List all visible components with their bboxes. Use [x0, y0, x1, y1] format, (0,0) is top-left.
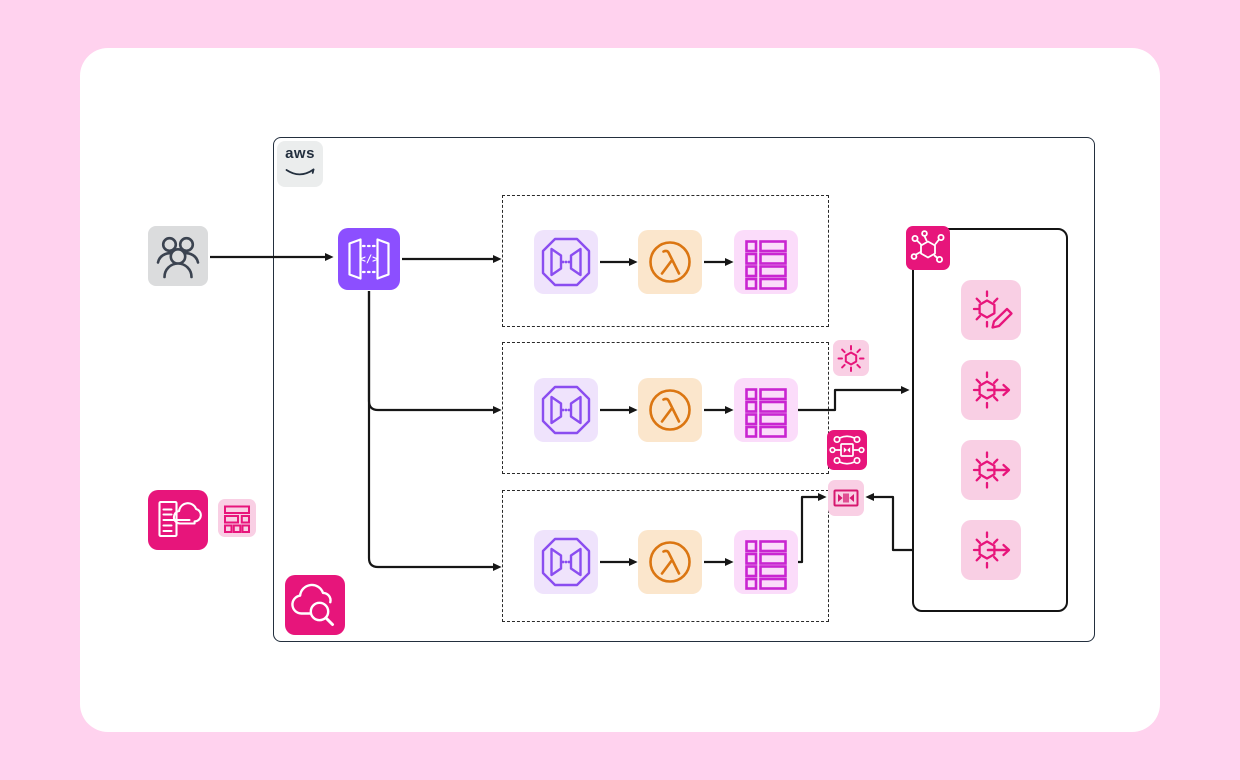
lambda-icon: [638, 378, 702, 442]
ai-spark-icon: [833, 340, 869, 376]
svg-text:</>: </>: [360, 254, 379, 266]
aws-cloud-boundary: [273, 137, 1095, 642]
hexagon-network-icon: [906, 226, 950, 270]
table-rows-icon: [734, 530, 798, 594]
ai-spark-arrow-icon: [961, 520, 1021, 580]
aws-smile-icon: [285, 168, 315, 176]
document-cloud-icon: [148, 490, 208, 550]
pipeline-group-3: [502, 490, 829, 622]
table-rows-icon: [734, 378, 798, 442]
cloud-magnifier-icon: [285, 575, 345, 635]
ai-spark-arrow-icon: [961, 360, 1021, 420]
octagon-panels-icon: [534, 530, 598, 594]
lambda-icon: [638, 230, 702, 294]
square-network-icon: [827, 430, 867, 470]
template-grid-icon: [218, 499, 256, 537]
ai-spark-arrow-icon: [961, 440, 1021, 500]
users-icon: [148, 226, 208, 286]
lambda-icon: [638, 530, 702, 594]
table-rows-icon: [734, 230, 798, 294]
octagon-panels-icon: [534, 230, 598, 294]
play-bars-icon: [828, 480, 864, 516]
aws-logo: aws: [277, 141, 323, 187]
aws-logo-text: aws: [285, 145, 315, 162]
api-gateway-icon: </>: [338, 228, 400, 290]
octagon-panels-icon: [534, 378, 598, 442]
ai-spark-pencil-icon: [961, 280, 1021, 340]
pipeline-group-1: [502, 195, 829, 327]
